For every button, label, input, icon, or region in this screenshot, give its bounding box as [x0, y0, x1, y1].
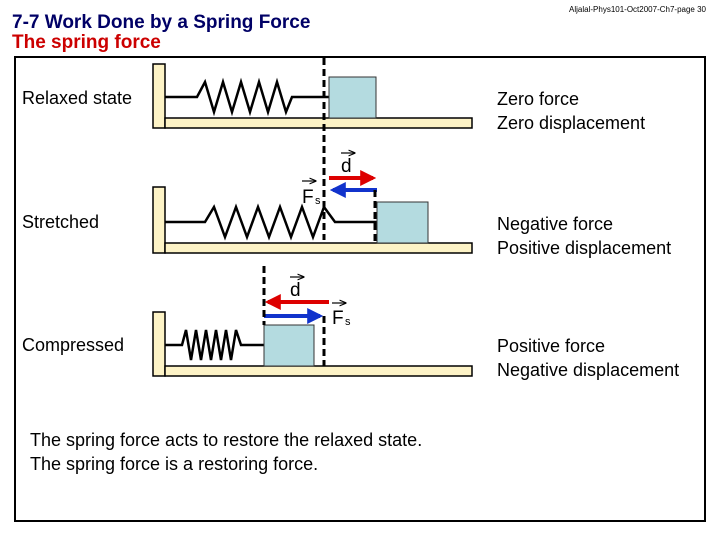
slide-title: 7-7 Work Done by a Spring Force: [12, 12, 311, 33]
spring: [165, 203, 377, 241]
source-note: Aljalal-Phys101-Oct2007-Ch7-page 30: [569, 5, 706, 14]
state-label-compressed: Compressed: [22, 335, 125, 355]
force-text-relaxed: Zero force: [497, 89, 580, 109]
force-text-stretched: Negative force: [497, 214, 614, 234]
floor: [164, 365, 473, 377]
block: [263, 324, 315, 367]
block: [376, 201, 429, 244]
force-vector-label: F s: [332, 303, 351, 329]
stretched-setup: d F s: [152, 153, 473, 254]
state-label-stretched: Stretched: [22, 212, 100, 232]
relaxed-setup: [152, 63, 473, 129]
wall: [152, 63, 166, 129]
force-vector-label: F s: [302, 181, 321, 208]
displacement-text-compressed: Negative displacement: [497, 360, 680, 380]
displacement-vector-label: d: [290, 277, 304, 301]
spring: [165, 77, 329, 117]
description-relaxed: Zero force Zero displacement: [497, 87, 645, 135]
svg-text:F: F: [332, 308, 344, 329]
slide-subtitle: The spring force: [12, 32, 161, 53]
force-text-compressed: Positive force: [497, 336, 606, 356]
compressed-setup: d F s: [152, 277, 473, 377]
svg-text:s: s: [315, 195, 321, 207]
summary-line-1: The spring force acts to restore the rel…: [30, 430, 423, 450]
floor: [164, 117, 473, 129]
svg-text:F: F: [302, 187, 314, 208]
summary-line-2: The spring force is a restoring force.: [30, 454, 319, 474]
description-stretched: Negative force Positive displacement: [497, 212, 671, 260]
svg-text:d: d: [341, 156, 352, 177]
state-label-relaxed: Relaxed state: [22, 88, 133, 108]
spring: [165, 329, 264, 361]
block: [328, 76, 377, 119]
displacement-vector-label: d: [341, 153, 355, 177]
wall: [152, 186, 166, 254]
displacement-text-stretched: Positive displacement: [497, 238, 672, 258]
description-compressed: Positive force Negative displacement: [497, 334, 679, 382]
floor: [164, 242, 473, 254]
wall: [152, 311, 166, 377]
slide-frame: [14, 56, 706, 522]
svg-text:d: d: [290, 280, 301, 301]
svg-text:s: s: [345, 316, 351, 328]
displacement-text-relaxed: Zero displacement: [497, 113, 646, 133]
summary-text: The spring force acts to restore the rel…: [30, 428, 422, 476]
